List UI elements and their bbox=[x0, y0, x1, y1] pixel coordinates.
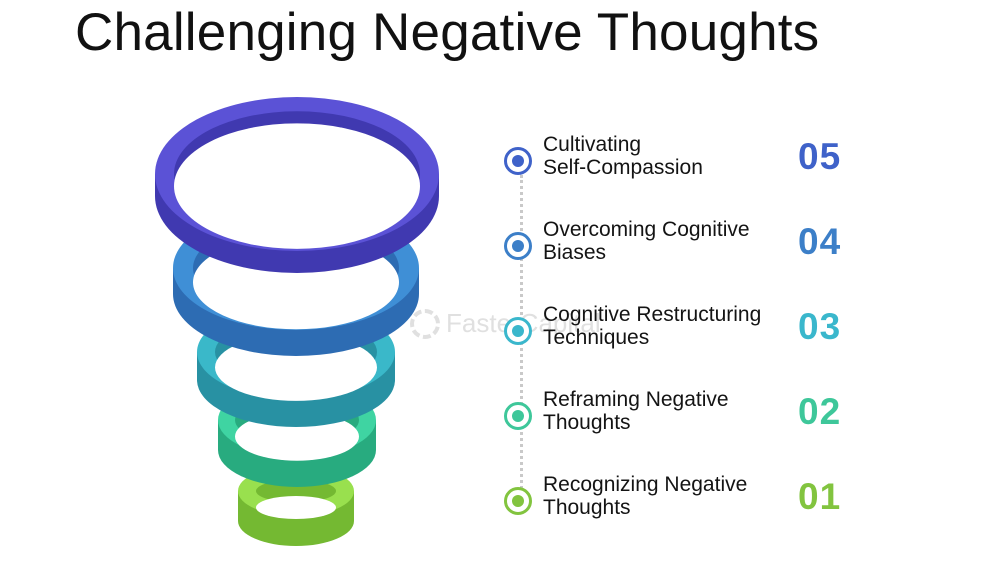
ring-hole bbox=[256, 496, 336, 519]
step-marker-icon bbox=[504, 402, 532, 430]
step-number: 04 bbox=[798, 221, 842, 262]
step-label-line2: Self-Compassion bbox=[543, 156, 703, 179]
step-marker-icon bbox=[504, 487, 532, 515]
step-label-line1: Overcoming Cognitive bbox=[543, 218, 750, 241]
step-label-line2: Techniques bbox=[543, 326, 650, 349]
funnel-rings-diagram bbox=[155, 97, 439, 546]
ring-hole bbox=[174, 123, 420, 249]
step-marker-icon bbox=[504, 232, 532, 260]
step-label: Reframing Negative Thoughts bbox=[543, 388, 803, 434]
step-label-line2: Thoughts bbox=[543, 496, 631, 519]
ring-1 bbox=[155, 97, 439, 273]
step-label-line1: Cultivating bbox=[543, 133, 642, 156]
step-label: Recognizing Negative Thoughts bbox=[543, 473, 803, 519]
step-label-line1: Cognitive Restructuring bbox=[543, 303, 762, 326]
step-number: 03 bbox=[798, 306, 842, 347]
page-title: Challenging Negative Thoughts bbox=[75, 3, 820, 62]
step-marker-icon bbox=[504, 317, 532, 345]
step-05: Cultivating Self-Compassion 05 bbox=[504, 133, 864, 201]
step-04: Overcoming Cognitive Biases 04 bbox=[504, 218, 864, 286]
step-01: Recognizing Negative Thoughts 01 bbox=[504, 473, 864, 541]
step-label: Cultivating Self-Compassion bbox=[543, 133, 803, 179]
step-number: 05 bbox=[798, 136, 842, 177]
step-label: Cognitive Restructuring Techniques bbox=[543, 303, 803, 349]
gear-icon bbox=[410, 308, 440, 339]
step-label-line1: Reframing Negative bbox=[543, 388, 729, 411]
step-02: Reframing Negative Thoughts 02 bbox=[504, 388, 864, 456]
step-number: 02 bbox=[798, 391, 842, 432]
step-03: Cognitive Restructuring Techniques 03 bbox=[504, 303, 864, 371]
step-label-line1: Recognizing Negative bbox=[543, 473, 748, 496]
step-label: Overcoming Cognitive Biases bbox=[543, 218, 803, 264]
step-number: 01 bbox=[798, 476, 842, 517]
step-label-line2: Biases bbox=[543, 241, 607, 264]
step-label-line2: Thoughts bbox=[543, 411, 631, 434]
step-marker-icon bbox=[504, 147, 532, 175]
